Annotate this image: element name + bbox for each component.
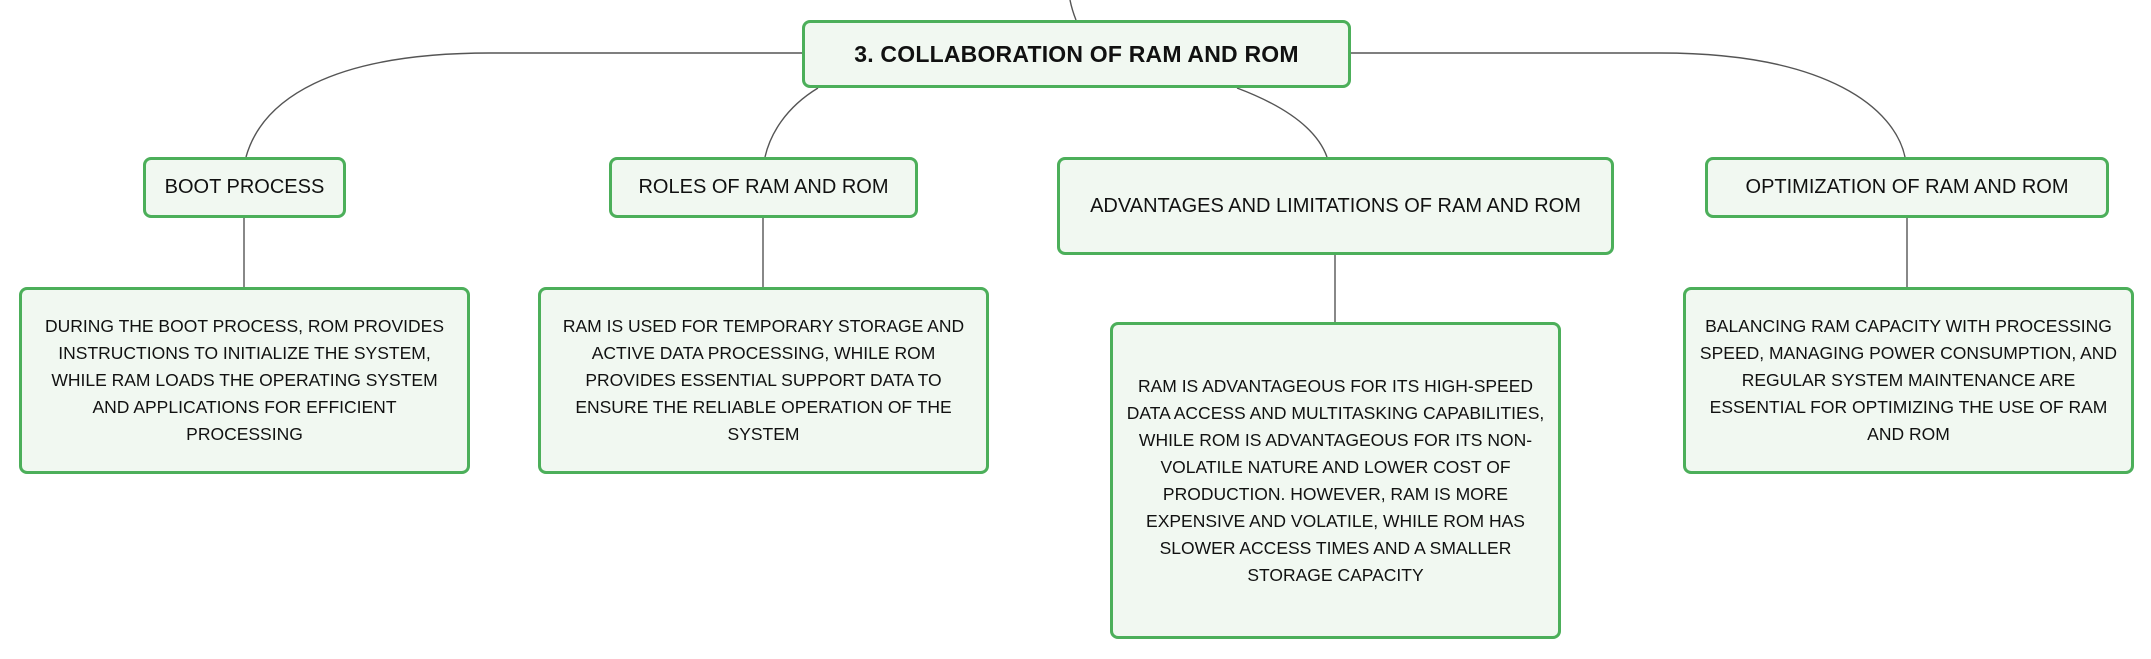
detail-optimization[interactable]: BALANCING RAM CAPACITY WITH PROCESSING S… [1683,287,2134,474]
connector-parent [1069,0,1077,21]
detail-advantages-and-limitations[interactable]: RAM IS ADVANTAGEOUS FOR ITS HIGH-SPEED D… [1110,322,1561,639]
root-node[interactable]: 3. COLLABORATION OF RAM AND ROM [802,20,1351,88]
topic-label: OPTIMIZATION OF RAM AND ROM [1745,176,2069,198]
detail-roles-of-ram-and-rom[interactable]: RAM IS USED FOR TEMPORARY STORAGE AND AC… [538,287,989,474]
detail-text: RAM IS ADVANTAGEOUS FOR ITS HIGH-SPEED D… [1126,375,1545,585]
connector-root-opt [1351,52,1906,158]
topic-label: ROLES OF RAM AND ROM [638,176,889,198]
topic-optimization[interactable]: OPTIMIZATION OF RAM AND ROM [1705,157,2109,218]
connector-root-adv [1236,87,1328,158]
detail-text: RAM IS USED FOR TEMPORARY STORAGE AND AC… [562,316,965,444]
topic-advantages-and-limitations[interactable]: ADVANTAGES AND LIMITATIONS OF RAM AND RO… [1057,157,1614,255]
detail-boot-process[interactable]: DURING THE BOOT PROCESS, ROM PROVIDES IN… [19,287,470,474]
connector-root-boot [245,52,802,158]
detail-text: DURING THE BOOT PROCESS, ROM PROVIDES IN… [45,316,444,444]
topic-boot-process[interactable]: BOOT PROCESS [143,157,346,218]
topic-label: BOOT PROCESS [164,176,325,198]
connector-root-roles [764,87,819,158]
topic-label: ADVANTAGES AND LIMITATIONS OF RAM AND RO… [1090,194,1581,217]
topic-roles-of-ram-and-rom[interactable]: ROLES OF RAM AND ROM [609,157,918,218]
detail-text: BALANCING RAM CAPACITY WITH PROCESSING S… [1699,316,2118,444]
root-label: 3. COLLABORATION OF RAM AND ROM [854,40,1299,67]
